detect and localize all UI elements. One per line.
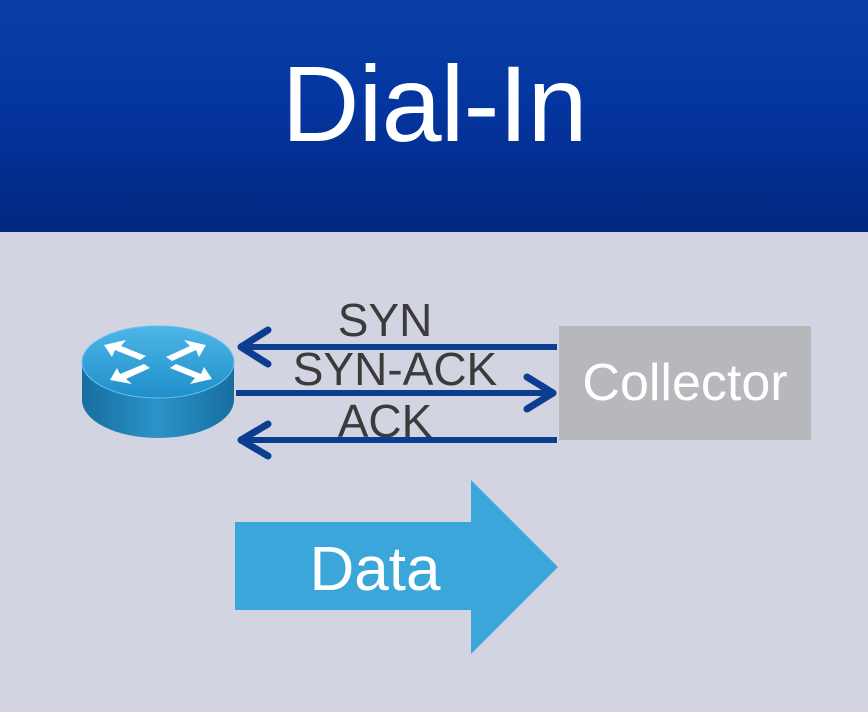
collector-box: Collector: [559, 326, 811, 440]
collector-label: Collector: [582, 354, 788, 412]
data-label: Data: [309, 535, 441, 604]
syn-label: SYN: [337, 294, 433, 346]
page-title: Dial-In: [281, 43, 587, 164]
syn-arrow: [237, 326, 557, 368]
data-arrow: [235, 480, 558, 654]
syn-ack-label: SYN-ACK: [292, 343, 498, 395]
syn-ack-arrow: [236, 373, 557, 413]
ack-label: ACK: [337, 395, 433, 447]
header-banner: Dial-In: [0, 0, 868, 232]
ack-arrow: [237, 420, 557, 460]
router-icon: [81, 325, 235, 438]
